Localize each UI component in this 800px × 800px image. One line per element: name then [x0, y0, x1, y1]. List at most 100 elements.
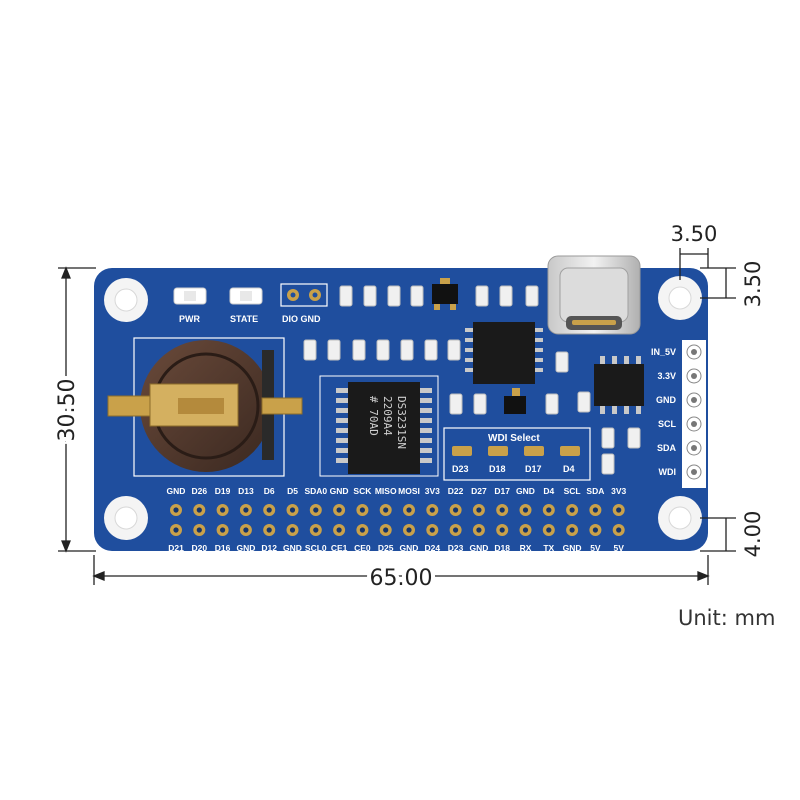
gpio-top-label: 3V3 [611, 486, 626, 496]
side-label-scl: SCL [658, 419, 677, 429]
dimension-hole-bottom-label: 4.00 [741, 511, 765, 558]
led-pwr [173, 287, 207, 305]
gpio-bottom-label: 5V [613, 543, 624, 553]
led-state [229, 287, 263, 305]
side-label-3v3: 3.3V [657, 371, 676, 381]
gpio-pin-hole [406, 527, 412, 533]
side-label-in5v: IN_5V [651, 347, 676, 357]
gpio-pin-hole [289, 527, 296, 533]
gpio-bottom-label: GND [236, 543, 255, 553]
gpio-pin-hole [569, 507, 575, 513]
gpio-bottom-label: D23 [448, 543, 464, 553]
gpio-pin-hole [173, 507, 179, 513]
gpio-pin-hole [383, 507, 389, 513]
gpio-pin-hole [196, 507, 202, 513]
gpio-bottom-label: CE0 [354, 543, 371, 553]
dimension-hole-y-label: 3.50 [741, 261, 765, 308]
dimension-hole-y [700, 267, 736, 299]
chip-soic-right [594, 356, 644, 414]
usb-c-port [547, 255, 641, 335]
gpio-bottom-label: D20 [192, 543, 208, 553]
gpio-top-label: D27 [471, 486, 487, 496]
gpio-pin-hole [592, 527, 599, 533]
dimension-hole-x [679, 248, 709, 280]
gpio-pin-hole [592, 507, 599, 513]
wdi-jumpers [452, 446, 580, 456]
gpio-bottom-label: D21 [168, 543, 184, 553]
mounting-hole-top-right [658, 276, 702, 320]
gpio-bottom-label: SCL0 [305, 543, 327, 553]
gpio-pin-hole [289, 507, 296, 513]
gpio-pin-hole [313, 507, 319, 513]
label-state: STATE [230, 314, 258, 324]
gpio-pin-hole [336, 527, 342, 533]
wdi-option-d17: D17 [525, 464, 542, 474]
gpio-pin-hole [266, 507, 272, 513]
rtc-chip-outline [319, 375, 439, 477]
dimension-height [58, 266, 96, 553]
gpio-pin-hole [220, 507, 226, 513]
gpio-pin-hole [359, 507, 365, 513]
gpio-pin-hole [522, 507, 529, 513]
gpio-bottom-label: D18 [494, 543, 510, 553]
side-header-frame [682, 340, 706, 488]
gpio-top-label: MOSI [398, 486, 420, 496]
passive-row-middle [303, 339, 461, 361]
transistor-middle [504, 388, 526, 414]
side-label-wdi: WDI [659, 467, 677, 477]
gpio-pin-hole [546, 507, 552, 513]
battery-holder [107, 340, 303, 472]
gpio-pin-hole [336, 507, 342, 513]
chip-ch-top [465, 322, 543, 384]
gpio-pin-hole [546, 527, 552, 533]
gpio-pin-hole [173, 527, 179, 533]
gpio-pin-hole [266, 527, 272, 533]
gpio-pin-hole [522, 527, 529, 533]
gpio-pin-hole [616, 507, 622, 513]
gpio-pin-hole [383, 527, 389, 533]
gpio-top-label: D17 [494, 486, 510, 496]
gpio-pin-hole [313, 527, 319, 533]
transistor-top [432, 278, 458, 310]
gpio-pin-hole [220, 527, 226, 533]
gpio-bottom-label: GND [469, 543, 488, 553]
mounting-hole-top-left [104, 278, 148, 322]
passive-row-top [339, 285, 539, 307]
gpio-top-label: SCK [353, 486, 372, 496]
gpio-pin-hole [359, 527, 365, 533]
gpio-top-label: SDA [586, 486, 604, 496]
gpio-bottom-label: GND [283, 543, 302, 553]
wdi-option-d4: D4 [563, 464, 575, 474]
gpio-pin-hole [429, 527, 435, 533]
gpio-top-label: 3V3 [425, 486, 440, 496]
dio-gnd-outline [280, 283, 328, 307]
wdi-option-d18: D18 [489, 464, 506, 474]
gpio-pin-hole [243, 507, 249, 513]
gpio-bottom-label: D24 [425, 543, 441, 553]
gpio-top-label: SCL [564, 486, 581, 496]
gpio-top-label: D4 [543, 486, 554, 496]
dimension-hole-bottom [700, 517, 736, 552]
label-dio-gnd: DIO GND [282, 314, 321, 324]
gpio-bottom-label: CE1 [331, 543, 348, 553]
gpio-bottom-label: D25 [378, 543, 394, 553]
unit-label: Unit: mm [678, 606, 776, 630]
dimension-width-label: 65.00 [370, 566, 433, 591]
gpio-pin-hole [196, 527, 202, 533]
gpio-pin-hole [499, 507, 505, 513]
gpio-top-label: D26 [192, 486, 208, 496]
gpio-header [170, 504, 625, 536]
dimension-width [92, 555, 710, 585]
dimension-height-label: 30.50 [55, 379, 80, 442]
side-header-pins [686, 344, 702, 480]
chip-text-line2: 2209A4 [381, 396, 394, 436]
gpio-top-label: D5 [287, 486, 298, 496]
gpio-pin-hole [569, 527, 575, 533]
gpio-bottom-label: GND [400, 543, 419, 553]
gpio-bottom-label: GND [563, 543, 582, 553]
gpio-bottom-label: TX [543, 543, 554, 553]
gpio-top-label: D22 [448, 486, 464, 496]
